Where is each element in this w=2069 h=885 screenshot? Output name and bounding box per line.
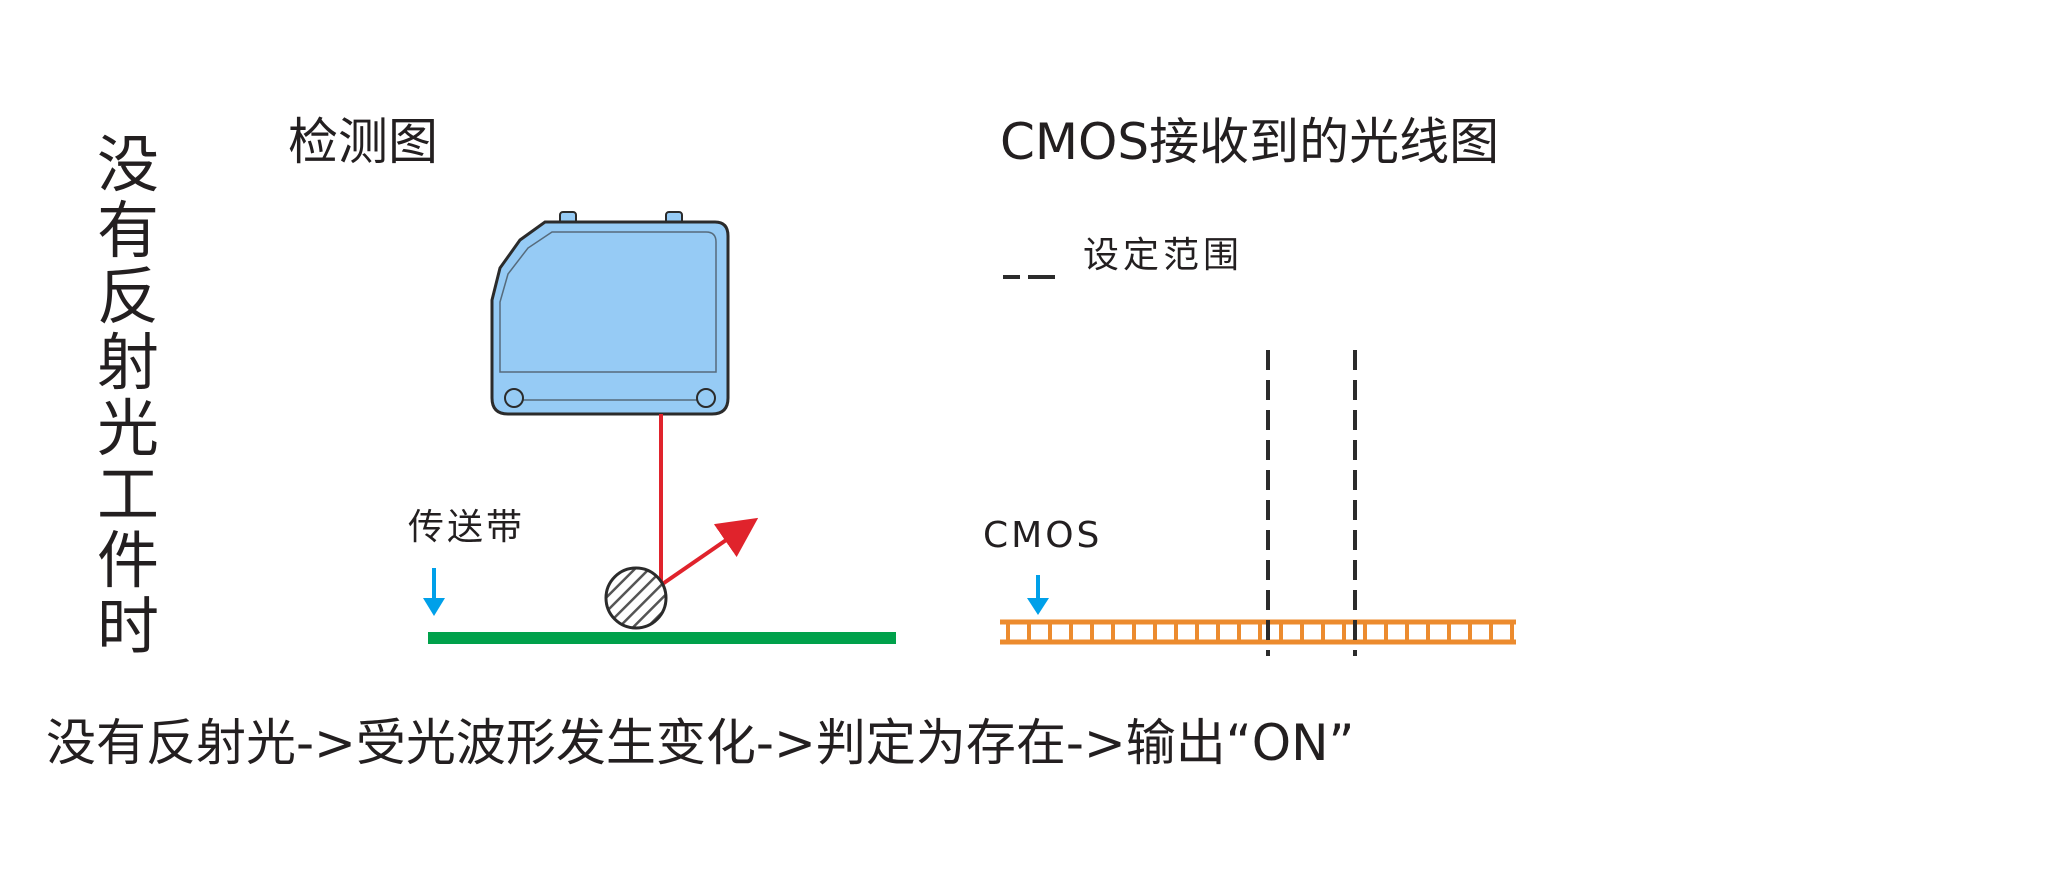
cmos-arrow-icon bbox=[1027, 575, 1049, 615]
conveyor-label: 传送带 bbox=[408, 507, 526, 548]
workpiece-icon bbox=[604, 566, 668, 630]
side-title: 没有反射光工件时 bbox=[96, 128, 159, 663]
conveyor-belt bbox=[428, 632, 896, 644]
cmos-label: CMOS bbox=[983, 515, 1103, 556]
sensor-icon bbox=[490, 211, 730, 416]
footer-explanation: 没有反射光->受光波形发生变化->判定为存在->输出“ON” bbox=[46, 714, 1355, 772]
setting-range-legend-label: 设定范围 bbox=[1083, 235, 1244, 276]
cmos-array bbox=[1000, 619, 1516, 645]
detection-diagram-title: 检测图 bbox=[288, 113, 438, 171]
reflected-light-arrow bbox=[659, 517, 759, 587]
cmos-light-diagram-title: CMOS接收到的光线图 bbox=[1000, 113, 1500, 171]
conveyor-arrow-icon bbox=[423, 568, 445, 616]
